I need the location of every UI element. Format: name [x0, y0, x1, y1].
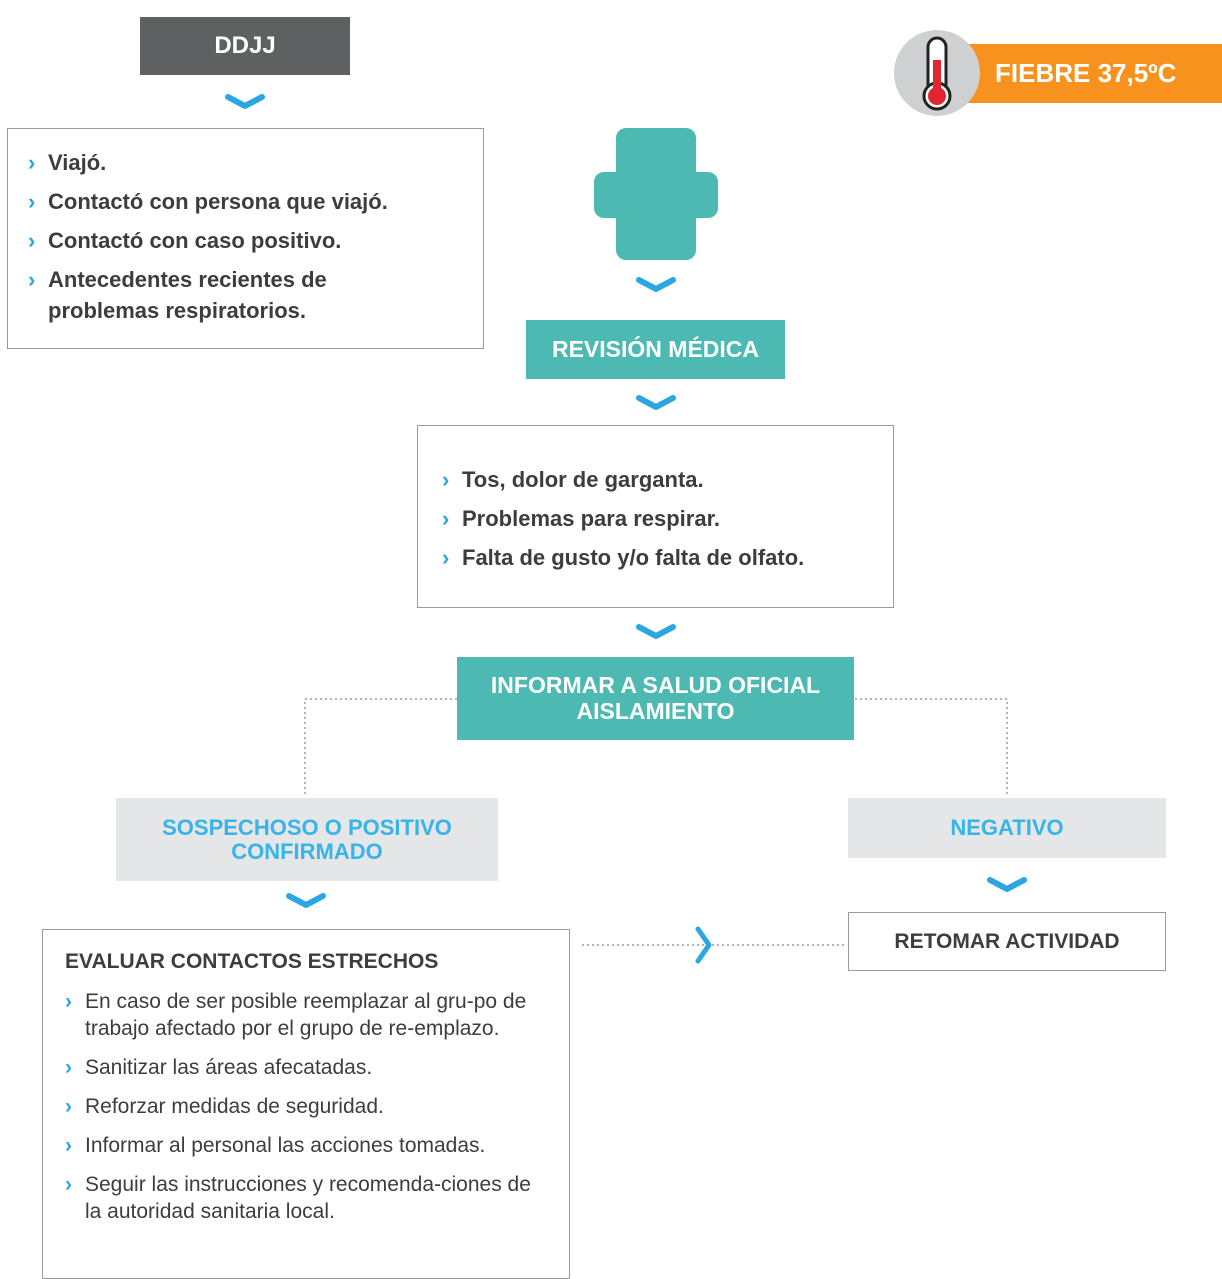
chevron-down-icon [636, 395, 676, 410]
list-item: ›Falta de gusto y/o falta de olfato. [442, 545, 805, 570]
connector-right [855, 698, 1008, 795]
positive-box: SOSPECHOSO O POSITIVO CONFIRMADO [116, 798, 498, 881]
medical-review-title: REVISIÓN MÉDICA [551, 335, 760, 362]
fever-label: FIEBRE 37,5ºC [995, 44, 1217, 103]
chevron-down-icon [636, 277, 676, 292]
positive-line2: CONFIRMADO [231, 838, 383, 864]
thermometer-icon [922, 36, 952, 111]
chevron-down-icon [286, 893, 326, 908]
contacts-list: ›En caso de ser posible reemplazar al gr… [65, 988, 551, 1225]
list-item: ›Sanitizar las áreas afecatadas. [65, 1056, 373, 1079]
resume-box: RETOMAR ACTIVIDAD [848, 912, 1166, 971]
medical-review-box: REVISIÓN MÉDICA [526, 320, 785, 379]
list-item: ›Viajó. [28, 150, 107, 175]
list-item: ›Contactó con persona que viajó. [28, 189, 388, 214]
ddjj-list-box: ›Viajó. ›Contactó con persona que viajó.… [7, 128, 484, 349]
chevron-down-icon [225, 94, 265, 109]
list-item: ›Reforzar medidas de seguridad. [65, 1095, 384, 1118]
contacts-title: EVALUAR CONTACTOS ESTRECHOS [65, 950, 439, 973]
fever-text: FIEBRE 37,5ºC [995, 58, 1177, 88]
report-line1: INFORMAR A SALUD OFICIAL [490, 672, 821, 699]
chevron-down-icon [987, 877, 1027, 892]
positive-line1: SOSPECHOSO O POSITIVO [162, 815, 452, 841]
negative-box: NEGATIVO [848, 798, 1166, 858]
list-item: ›Contactó con caso positivo. [28, 228, 342, 253]
fever-badge-bg [944, 44, 1222, 103]
report-line2: AISLAMIENTO [576, 697, 735, 724]
ddjj-title: DDJJ [214, 32, 276, 59]
symptoms-box: ›Tos, dolor de garganta. ›Problemas para… [417, 425, 894, 608]
negative-label: NEGATIVO [950, 815, 1064, 841]
chevron-right-icon [695, 926, 712, 964]
ddjj-list: ›Viajó. ›Contactó con persona que viajó.… [28, 147, 465, 326]
connector-left [304, 698, 457, 795]
medical-cross-icon [594, 128, 718, 260]
ddjj-box: DDJJ [140, 17, 350, 75]
list-item: ›Antecedentes recientes de problemas res… [28, 267, 327, 323]
resume-label: RETOMAR ACTIVIDAD [894, 929, 1120, 953]
chevron-down-icon [636, 624, 676, 639]
list-item: ›Informar al personal las acciones tomad… [65, 1134, 486, 1157]
list-item: ›En caso de ser posible reemplazar al gr… [65, 990, 527, 1040]
list-item: ›Tos, dolor de garganta. [442, 467, 704, 492]
list-item: ›Seguir las instrucciones y recomenda-ci… [65, 1173, 531, 1223]
contacts-box: EVALUAR CONTACTOS ESTRECHOS ›En caso de … [42, 929, 570, 1279]
report-box: INFORMAR A SALUD OFICIAL AISLAMIENTO [457, 657, 854, 740]
list-item: ›Problemas para respirar. [442, 506, 721, 531]
symptoms-list: ›Tos, dolor de garganta. ›Problemas para… [442, 464, 875, 573]
